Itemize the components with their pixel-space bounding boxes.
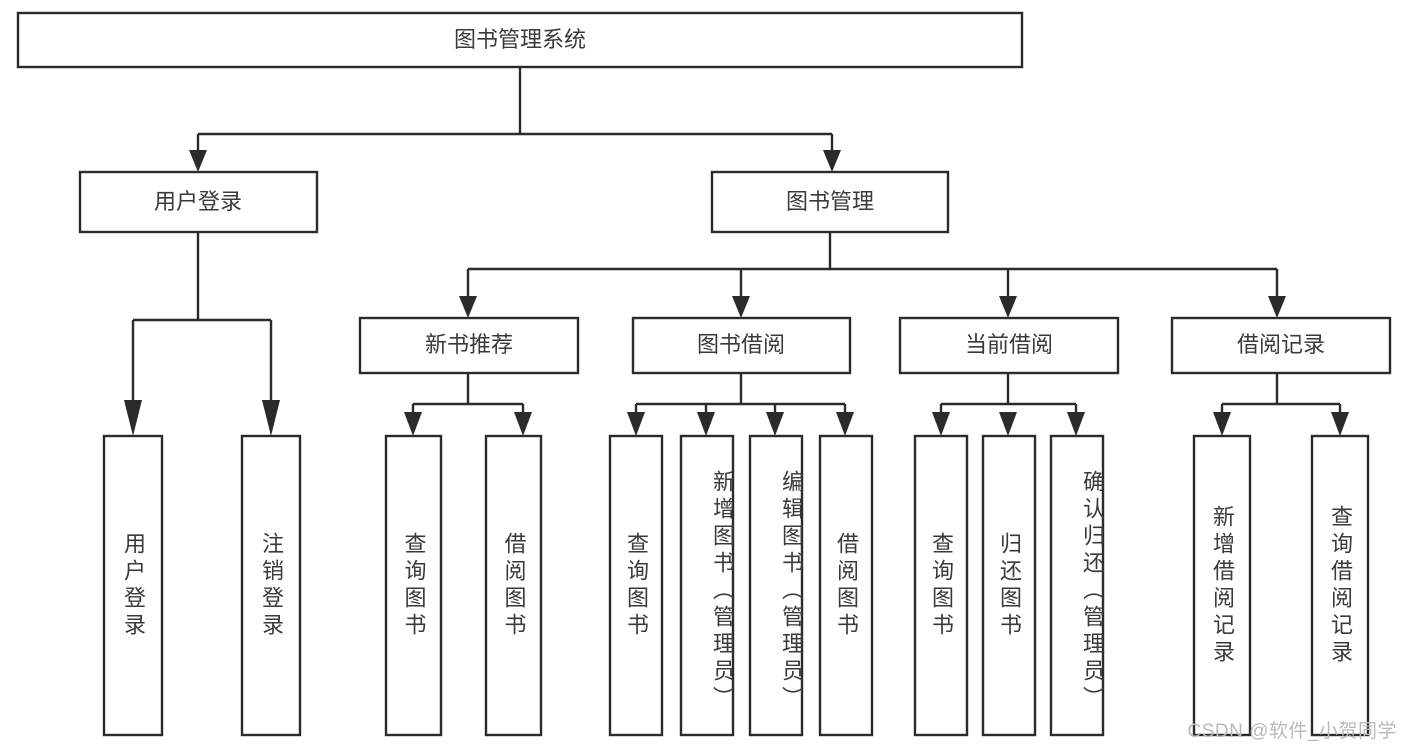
leaf-box-add-book-admin[interactable] [679,434,735,737]
node-borrow-record-box[interactable] [1170,316,1392,375]
leaf-box-add-borrow-record[interactable] [1192,434,1252,737]
node-new-book-recommend-box[interactable] [358,316,580,375]
connector-book-manage-to-level3 [459,232,1286,318]
node-current-borrow-box[interactable] [898,316,1120,375]
node-root-system[interactable]: 图书管理系统 [16,11,1024,69]
node-new-book-recommend-label: 新书推荐 [425,332,513,357]
node-book-borrow-label: 图书借阅 [697,332,785,357]
leaf-box-query-book-current[interactable] [913,434,969,737]
node-new-book-recommend[interactable]: 新书推荐 [358,316,580,375]
node-book-manage[interactable]: 图书管理 [710,170,950,234]
connector-user-login-to-leaves [124,232,280,436]
leaf-box-confirm-return-admin[interactable] [1049,434,1105,737]
connector-book-borrow-to-leaves [627,373,854,436]
node-user-login-box[interactable] [78,170,319,234]
node-borrow-record[interactable]: 借阅记录 [1170,316,1392,375]
connector-current-borrow-to-leaves [932,373,1085,436]
leaf-box-query-borrow-record[interactable] [1310,434,1370,737]
node-current-borrow-label: 当前借阅 [965,332,1053,357]
node-user-login[interactable]: 用户登录 [78,170,319,234]
node-book-borrow-box[interactable] [631,316,852,375]
node-root-system-label: 图书管理系统 [454,27,586,52]
leaf-box-user-login[interactable] [102,434,164,737]
node-root-system-box[interactable] [16,11,1024,69]
node-borrow-record-label: 借阅记录 [1237,332,1325,357]
leaf-box-query-book-borrow[interactable] [608,434,664,737]
node-book-borrow[interactable]: 图书借阅 [631,316,852,375]
leaf-box-logout-login[interactable] [240,434,302,737]
connector-borrow-record-to-leaves [1213,373,1349,436]
leaf-box-borrow-book-rec[interactable] [484,434,543,737]
node-book-manage-label: 图书管理 [786,189,874,214]
connector-root-to-level2 [189,67,841,172]
leaf-box-edit-book-admin[interactable] [748,434,804,737]
leaf-box-query-book-rec[interactable] [384,434,443,737]
connector-new-book-to-leaves [404,373,532,436]
node-book-manage-box[interactable] [710,170,950,234]
node-user-login-label: 用户登录 [154,189,242,214]
csdn-watermark: CSDN @软件_小贺同学 [1187,721,1397,742]
leaf-box-return-book[interactable] [981,434,1037,737]
leaf-box-borrow-book-borrow[interactable] [818,434,874,737]
node-current-borrow[interactable]: 当前借阅 [898,316,1120,375]
